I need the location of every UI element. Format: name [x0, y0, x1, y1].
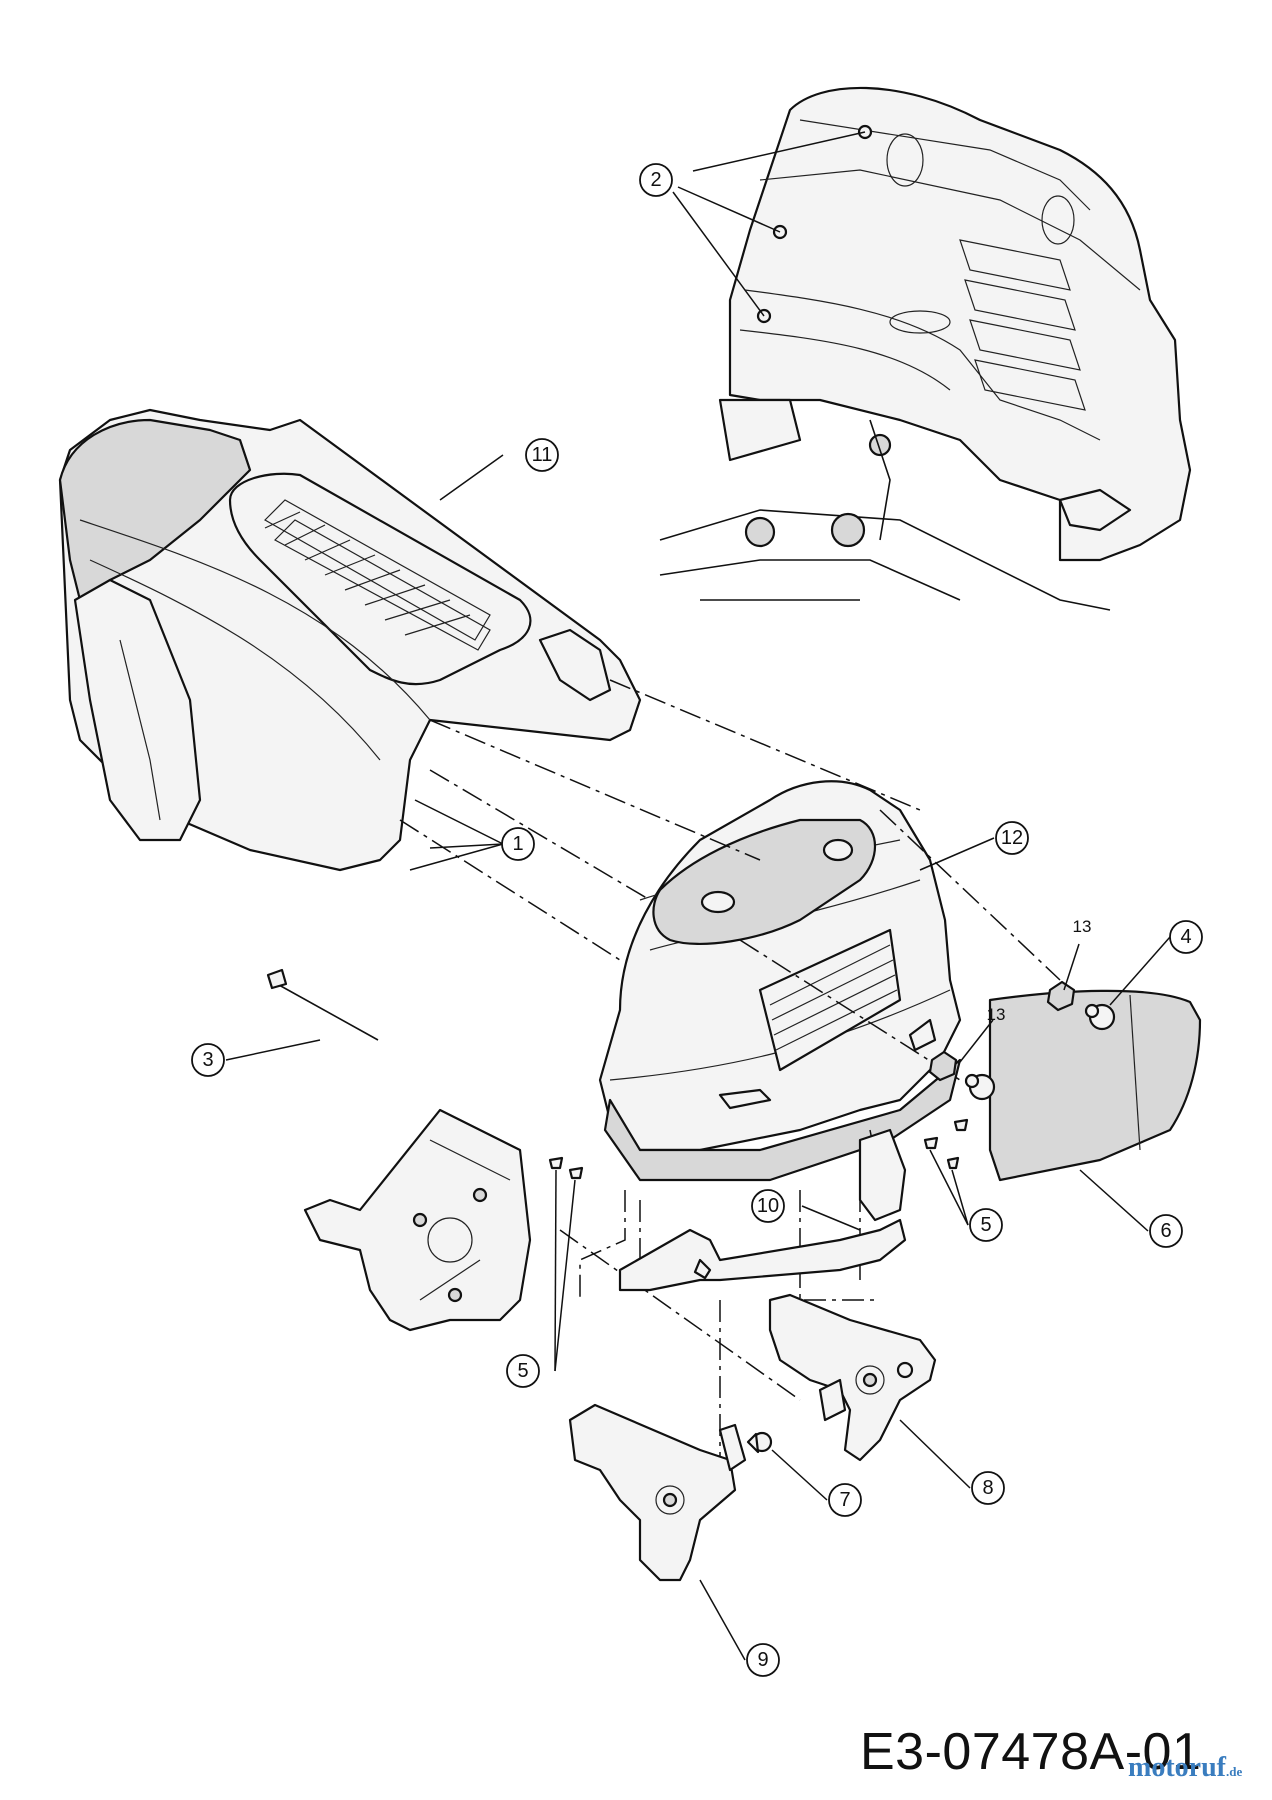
callout-7: 7 [828, 1483, 862, 1517]
clip-nut-lower [928, 1050, 958, 1082]
callout-4: 4 [1169, 920, 1203, 954]
svg-text:1: 1 [512, 833, 523, 855]
label-13-upper: 13 [1073, 917, 1092, 936]
callout-2: 2 [639, 163, 673, 197]
label-13-lower: 13 [987, 1005, 1006, 1024]
lower-bracket [568, 1403, 747, 1582]
svg-text:7: 7 [839, 1489, 850, 1511]
callout-6: 6 [1149, 1214, 1183, 1248]
svg-text:4: 4 [1180, 926, 1191, 948]
callout-11: 11 [525, 438, 559, 472]
callout-12: 12 [995, 821, 1029, 855]
watermark-text: motoruf [1128, 1752, 1226, 1783]
mounting-plate [303, 1108, 532, 1332]
knob-lower [964, 1073, 996, 1101]
svg-text:6: 6 [1160, 1220, 1171, 1242]
callout-1: 1 [501, 827, 535, 861]
svg-text:9: 9 [757, 1649, 768, 1671]
watermark-suffix: .de [1225, 1764, 1243, 1779]
leader-lines [225, 131, 1171, 1661]
callout-5-right: 5 [969, 1208, 1003, 1242]
right-bracket [768, 1293, 937, 1462]
clip-nut-upper [1046, 980, 1076, 1012]
svg-text:11: 11 [532, 444, 553, 466]
watermark-logo: motoruf.de [1128, 1752, 1242, 1784]
knob-4 [1084, 1003, 1116, 1031]
bolt-7 [746, 1431, 773, 1454]
rear-hood-panel [58, 408, 642, 872]
svg-text:12: 12 [1001, 827, 1023, 849]
callout-8: 8 [971, 1471, 1005, 1505]
inset-assembled-view [659, 86, 1192, 611]
callout-5-left: 5 [506, 1354, 540, 1388]
drawing-code: E3-07478A-01 [860, 1723, 1202, 1781]
callout-9: 9 [746, 1643, 780, 1677]
svg-text:10: 10 [757, 1195, 779, 1217]
svg-text:3: 3 [202, 1049, 213, 1071]
callout-10: 10 [751, 1189, 785, 1223]
callout-3: 3 [191, 1043, 225, 1077]
svg-text:2: 2 [650, 169, 661, 191]
screws [548, 1118, 969, 1180]
vent-slats [264, 511, 471, 636]
cable-tie [266, 968, 379, 1041]
svg-text:5: 5 [980, 1214, 991, 1236]
svg-text:5: 5 [517, 1360, 528, 1382]
bracket [618, 1128, 907, 1292]
front-hood [598, 780, 962, 1182]
svg-text:8: 8 [982, 1477, 993, 1499]
